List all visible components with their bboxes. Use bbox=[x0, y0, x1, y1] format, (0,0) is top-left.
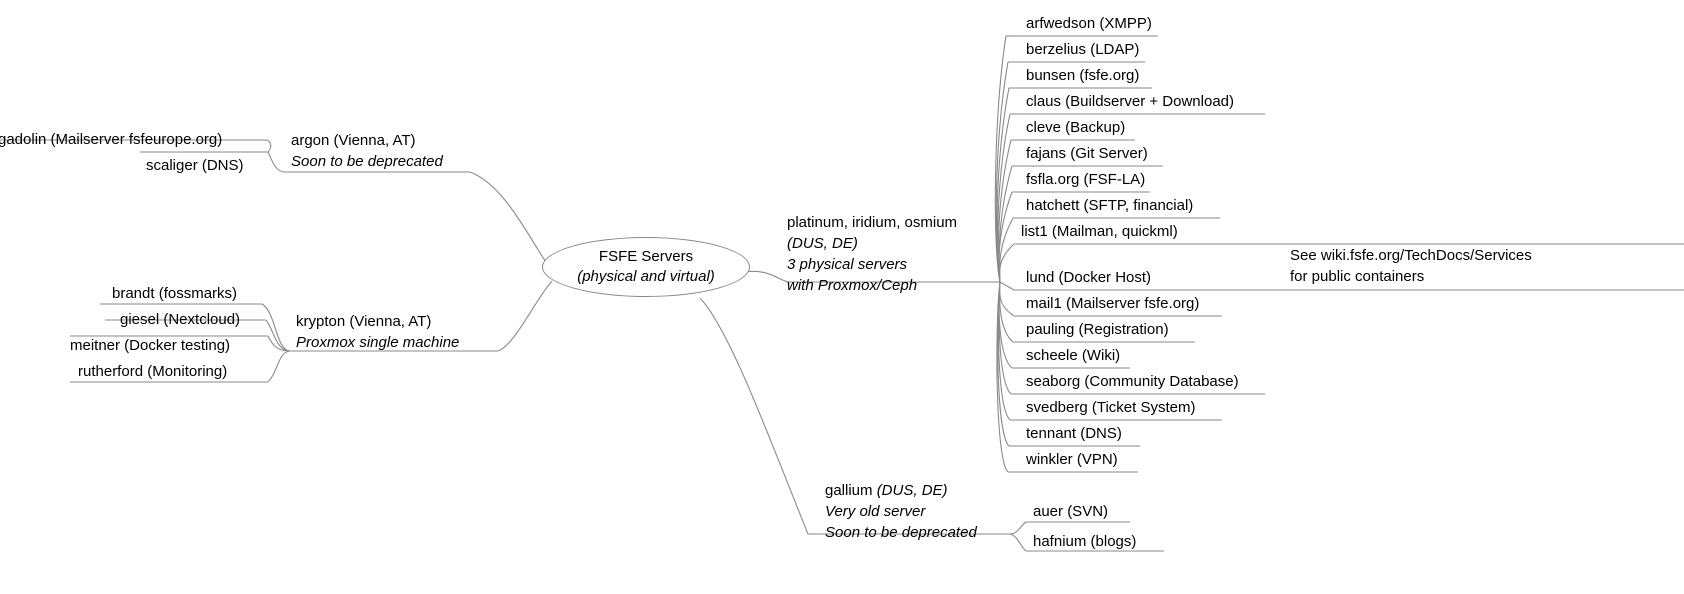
leaf-winkler[interactable]: winkler (VPN) bbox=[1026, 451, 1118, 468]
leaf-bunsen[interactable]: bunsen (fsfe.org) bbox=[1026, 67, 1140, 84]
branch-krypton[interactable]: krypton (Vienna, AT) Proxmox single mach… bbox=[296, 311, 459, 353]
leaf-seaborg[interactable]: seaborg (Community Database) bbox=[1026, 373, 1239, 390]
branch-gallium-title: gallium (DUS, DE) bbox=[825, 480, 977, 501]
public-containers-note: See wiki.fsfe.org/TechDocs/Services for … bbox=[1290, 245, 1532, 287]
branch-gallium-location: (DUS, DE) bbox=[876, 482, 948, 499]
branch-platinum-location: (DUS, DE) bbox=[787, 235, 858, 252]
leaf-hatchett[interactable]: hatchett (SFTP, financial) bbox=[1026, 197, 1194, 214]
branch-gallium[interactable]: gallium (DUS, DE) Very old server Soon t… bbox=[825, 480, 977, 543]
branch-argon-title: argon (Vienna, AT) bbox=[291, 132, 416, 149]
leaf-svedberg[interactable]: svedberg (Ticket System) bbox=[1026, 399, 1196, 416]
leaf-giesel[interactable]: giesel (Nextcloud) bbox=[120, 311, 241, 328]
branch-argon[interactable]: argon (Vienna, AT) Soon to be deprecated bbox=[291, 130, 443, 172]
branch-argon-note: Soon to be deprecated bbox=[291, 153, 443, 170]
center-node-subtitle: (physical and virtual) bbox=[577, 268, 715, 285]
branch-krypton-title: krypton (Vienna, AT) bbox=[296, 313, 432, 330]
leaf-berzelius[interactable]: berzelius (LDAP) bbox=[1026, 41, 1140, 58]
leaf-tennant[interactable]: tennant (DNS) bbox=[1026, 425, 1122, 442]
leaf-fajans[interactable]: fajans (Git Server) bbox=[1026, 145, 1148, 162]
leaf-scheele[interactable]: scheele (Wiki) bbox=[1026, 347, 1121, 364]
leaf-lund[interactable]: lund (Docker Host) bbox=[1026, 269, 1152, 286]
branch-platinum-note1: 3 physical servers bbox=[787, 256, 908, 273]
branch-gallium-note2: Soon to be deprecated bbox=[825, 524, 977, 541]
leaf-pauling[interactable]: pauling (Registration) bbox=[1026, 321, 1169, 338]
public-containers-note-line2: for public containers bbox=[1290, 268, 1425, 285]
leaf-meitner[interactable]: meitner (Docker testing) bbox=[70, 337, 231, 354]
branch-gallium-name: gallium bbox=[825, 482, 877, 499]
leaf-fsfla[interactable]: fsfla.org (FSF-LA) bbox=[1026, 171, 1146, 188]
leaf-claus[interactable]: claus (Buildserver + Download) bbox=[1026, 93, 1235, 110]
branch-gallium-note1: Very old server bbox=[825, 503, 926, 520]
leaf-cleve[interactable]: cleve (Backup) bbox=[1026, 119, 1126, 136]
leaf-mail1[interactable]: mail1 (Mailserver fsfe.org) bbox=[1026, 295, 1200, 312]
leaf-rutherford[interactable]: rutherford (Monitoring) bbox=[78, 363, 228, 380]
center-node[interactable]: FSFE Servers (physical and virtual) bbox=[542, 237, 750, 297]
leaf-brandt[interactable]: brandt (fossmarks) bbox=[112, 285, 238, 302]
center-node-title: FSFE Servers bbox=[598, 248, 694, 265]
leaf-hafnium[interactable]: hafnium (blogs) bbox=[1033, 533, 1137, 550]
branch-platinum[interactable]: platinum, iridium, osmium (DUS, DE) 3 ph… bbox=[787, 212, 957, 296]
branch-platinum-title: platinum, iridium, osmium bbox=[787, 214, 958, 231]
branch-platinum-note2: with Proxmox/Ceph bbox=[787, 277, 918, 294]
branch-krypton-note: Proxmox single machine bbox=[296, 334, 460, 351]
leaf-list1[interactable]: list1 (Mailman, quickml) bbox=[1021, 223, 1178, 240]
leaf-scaliger[interactable]: scaliger (DNS) bbox=[146, 157, 244, 174]
leaf-auer[interactable]: auer (SVN) bbox=[1033, 503, 1109, 520]
leaf-gadolin[interactable]: gadolin (Mailserver fsfeurope.org) bbox=[0, 131, 223, 148]
leaf-arfwedson[interactable]: arfwedson (XMPP) bbox=[1026, 15, 1152, 32]
public-containers-note-line1: See wiki.fsfe.org/TechDocs/Services bbox=[1290, 247, 1532, 264]
